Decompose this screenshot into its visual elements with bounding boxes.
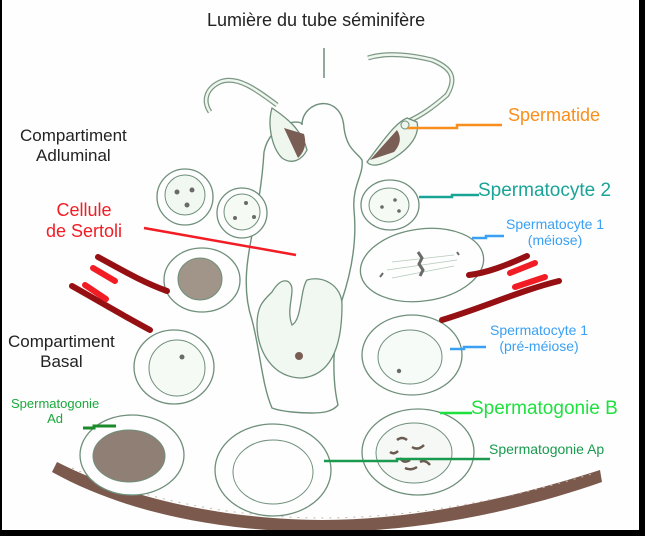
- spermatid-left: [203, 77, 308, 162]
- spermatocyte1-left: [163, 247, 241, 313]
- sertoli-nucleus: [256, 278, 343, 379]
- spermatocyte1-premeiose-line1: Spermatocyte 1: [490, 322, 589, 338]
- spermatocyte2-left-1: [156, 168, 214, 226]
- diagram-canvas: Lumière du tube séminifère Compartiment …: [2, 0, 639, 530]
- spermatocyte1-premeiose-line2: (pré-méiose): [499, 338, 579, 355]
- lumen-title: Lumière du tube séminifère: [207, 10, 426, 30]
- spermatogonie-ap: [361, 408, 475, 496]
- spermatid-right: [366, 52, 455, 166]
- spermatogonie-ad-line2: Ad: [47, 410, 64, 426]
- spermatide-label: Spermatide: [508, 105, 601, 125]
- compartment-adluminal-label: Compartiment Adluminal: [20, 126, 127, 165]
- spermatocyte2-label: Spermatocyte 2: [478, 180, 612, 201]
- spermatocyte2-left-2: [216, 187, 268, 239]
- compartment-adluminal-line1: Compartiment: [20, 126, 127, 145]
- spermatogonie-ad-pointer-line: [83, 424, 116, 430]
- spermatogonie-central: [214, 423, 332, 517]
- sertoli-junction-right: [439, 253, 562, 323]
- spermatogonie-ap-label: Spermatogonie Ap: [489, 441, 605, 457]
- sertoli-pointer-line: [143, 226, 297, 257]
- spermatocyte1-premeiose-pointer-line: [450, 345, 486, 351]
- spermatocyte1-meiose-line1: Spermatocyte 1: [506, 216, 605, 232]
- spermatocyte1-premeiose-label: Spermatocyte 1 (pré-méiose): [490, 322, 588, 354]
- basement-membrane: [52, 462, 602, 530]
- sertoli-cell-outline: [245, 102, 363, 414]
- sertoli-label-line2: de Sertoli: [46, 220, 123, 241]
- spermatocyte2-right: [360, 179, 420, 231]
- compartment-adluminal-line2: Adluminal: [36, 145, 111, 165]
- spermatocyte1-meiose-line2: (méiose): [527, 232, 583, 249]
- spermatogonie-ad: [79, 414, 185, 496]
- sertoli-junction-left: [69, 254, 170, 333]
- spermatogonie-ap-pointer-line: [324, 457, 490, 463]
- spermatide-pointer-line: [407, 123, 502, 130]
- spermatocyte1-right-meiose: [359, 227, 485, 303]
- compartment-basal-label: Compartiment Basal: [8, 332, 115, 371]
- sertoli-label: Cellule de Sertoli: [46, 200, 122, 241]
- seminiferous-tubule-illustration: [52, 48, 602, 530]
- spermatocyte1-meiose-label: Spermatocyte 1 (méiose): [506, 216, 604, 248]
- compartment-basal-line2: Basal: [40, 351, 83, 371]
- spermatogonie-b-label: Spermatogonie B: [471, 398, 618, 419]
- compartment-basal-line1: Compartiment: [8, 332, 115, 351]
- spermatogonie-ad-line1: Spermatogonie: [11, 396, 100, 411]
- spermatocyte1-meiose-pointer-line: [472, 234, 504, 240]
- spermatogonie-ad-label: Spermatogonie Ad: [11, 396, 100, 427]
- spermatocyte1-right-premeiose: [361, 314, 463, 396]
- spermatocyte1-left-premeiose: [133, 329, 215, 405]
- spermatocyte2-pointer-line: [419, 193, 479, 199]
- sertoli-label-line1: Cellule: [56, 200, 112, 220]
